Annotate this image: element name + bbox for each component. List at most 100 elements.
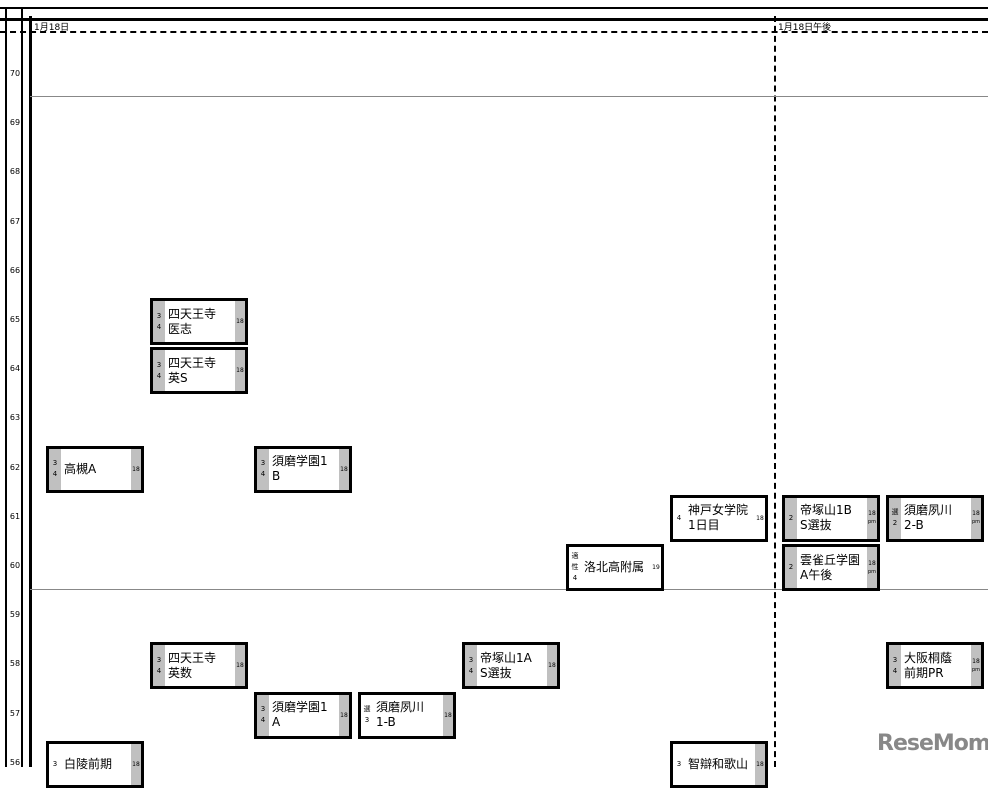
left-border [5, 7, 7, 767]
exam-day: 3 [156, 360, 162, 369]
exam-day: 3 [260, 459, 266, 468]
exam-date: 18 [972, 510, 980, 518]
school-name-line1: 須磨夙川 [904, 503, 953, 518]
school-name-line1: 須磨学園1 [272, 454, 328, 469]
exam-day: 3 [260, 705, 266, 714]
scale-label: 64 [9, 364, 21, 374]
school-name-line1: 帝塚山1B [800, 503, 852, 518]
gridline-70 [30, 96, 988, 97]
exam-date: 18 [868, 510, 876, 518]
exam-day: 選 [363, 705, 371, 714]
scale-label: 61 [9, 511, 21, 521]
resemom-logo: ReseMom [877, 731, 988, 756]
exam-date: 18 [236, 318, 244, 325]
header-pm: 1月18日午後 [778, 23, 832, 33]
exam-date: 18 [132, 465, 140, 473]
school-name-line1: 雲雀丘学園 [800, 552, 861, 567]
exam-day: 4 [52, 470, 58, 479]
school-name-line1: 神戸女学院 [688, 503, 749, 518]
scale-border [21, 7, 23, 767]
scale-label: 63 [9, 413, 21, 423]
exam-date: 18 [548, 662, 556, 670]
exam-day: 2 [788, 563, 794, 571]
exam-day: 4 [156, 371, 162, 380]
exam-day: 4 [156, 666, 162, 675]
school-name-line1: 四天王寺 [168, 650, 217, 665]
exam-date: 18 [868, 559, 876, 567]
exam-day: 3 [468, 655, 474, 664]
exam-day: 3 [156, 311, 162, 320]
exam-days: 2 [785, 547, 797, 588]
exam-date: 18 [236, 662, 244, 670]
exam-day: 4 [260, 716, 266, 725]
school-name-line1: 四天王寺 [168, 355, 217, 370]
school-name-line2: 英S [168, 370, 188, 385]
exam-day: 4 [676, 513, 682, 522]
exam-day: 3 [364, 716, 370, 725]
school-name-line2: A [272, 715, 281, 730]
exam-days: 3 [673, 743, 685, 785]
exam-date: 18 [340, 711, 348, 719]
school-name-line1: 大阪桐蔭 [904, 650, 953, 665]
school-name-line2: B [272, 469, 281, 484]
school-name-line2: 2-B [904, 518, 924, 533]
top-border [0, 7, 988, 9]
exam-date: 18 [340, 465, 348, 473]
exam-days: 適性 4 [569, 547, 581, 588]
school-name-line2: 医志 [168, 321, 193, 336]
school-name-line2: A午後 [800, 567, 833, 582]
exam-day: 3 [892, 655, 898, 664]
exam-day: 性 [571, 563, 579, 571]
exam-day: 4 [260, 470, 266, 479]
exam-day: 4 [572, 574, 578, 582]
exam-date: 18 [236, 367, 244, 375]
pm-divider [774, 16, 776, 767]
school-name-line2: 1日目 [688, 518, 720, 533]
header-dashed-line [0, 31, 988, 33]
scale-label: 67 [9, 216, 21, 226]
scale-label: 68 [9, 167, 21, 177]
scale-label: 59 [9, 610, 21, 620]
header-am: 1月18日 [34, 23, 70, 33]
gridline-60 [30, 589, 988, 590]
exam-day: 適 [571, 552, 579, 560]
pm-label: pm [867, 519, 877, 526]
chart-border [29, 16, 32, 767]
school-name-line1: 白陵前期 [64, 756, 113, 771]
exam-day: 3 [52, 759, 58, 768]
scale-label: 60 [9, 561, 21, 570]
exam-day: 2 [788, 513, 794, 522]
school-name-line1: 智辯和歌山 [688, 756, 749, 771]
exam-days: 4 [673, 497, 685, 539]
exam-day: 4 [468, 666, 474, 675]
exam-day: 2 [892, 519, 898, 528]
scale-label: 56 [9, 757, 21, 767]
exam-date: 18 [444, 711, 452, 719]
school-name-line1: 高槻A [64, 461, 97, 476]
exam-date: 19 [652, 564, 660, 571]
scale-label: 66 [9, 265, 21, 275]
exam-date: 18 [756, 760, 764, 768]
